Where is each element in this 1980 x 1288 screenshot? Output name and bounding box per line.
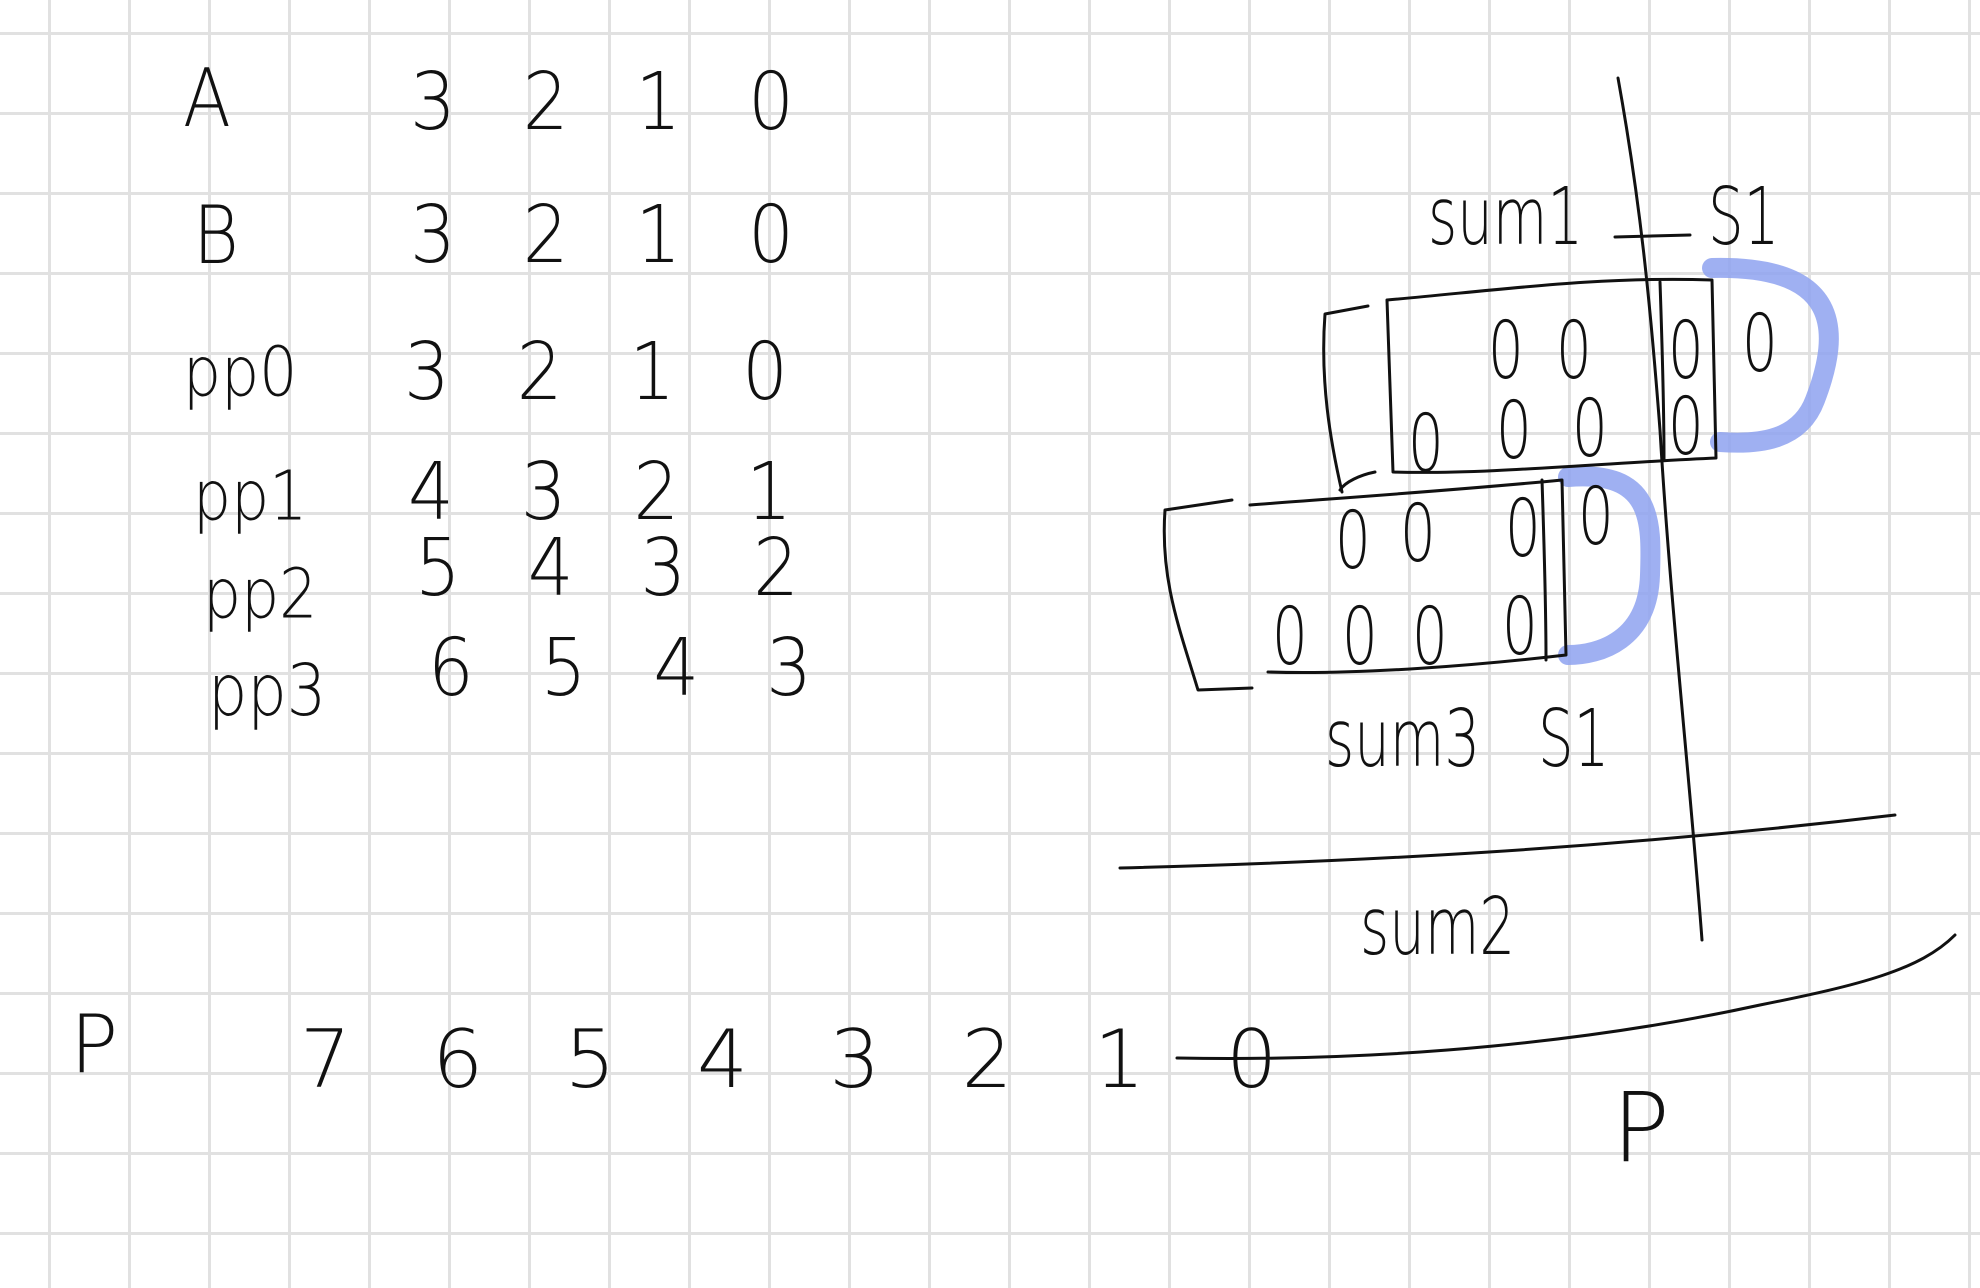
- row-bits-pp1: 4 3 2 1: [408, 445, 814, 538]
- top-block-bit: 0: [1496, 384, 1532, 478]
- sum1-label: sum1: [1428, 170, 1584, 264]
- row-bits-pp2: 5 4 3 2: [415, 521, 821, 614]
- row-label-b: B: [193, 188, 239, 283]
- row-label-pp3: pp3: [208, 648, 327, 733]
- sum-rule-upper: [1118, 813, 1897, 870]
- product-label: P: [70, 998, 119, 1091]
- carry-highlight-top: [1702, 257, 1839, 453]
- bottom-block-outline: [1248, 478, 1568, 675]
- bottom-block-bit: 0: [1412, 590, 1448, 684]
- carry-highlight-bottom: [1558, 466, 1661, 665]
- row-bits-pp0: 3 2 1 0: [404, 325, 810, 418]
- top-block-bit: 0: [1668, 304, 1704, 398]
- top-block-bit: 0: [1668, 380, 1704, 474]
- s1-tick: [1613, 233, 1692, 239]
- top-block-outline: [1385, 277, 1718, 474]
- bottom-block-bit: 0: [1578, 470, 1614, 564]
- row-bits-a: 3 2 1 0: [410, 55, 816, 148]
- bottom-block-left-bracket: [1162, 498, 1254, 692]
- sum-rule-lower: [1175, 933, 1957, 1060]
- bottom-block-bit: 0: [1502, 580, 1538, 674]
- top-block-bit: 0: [1572, 382, 1608, 476]
- bottom-block-bit: 0: [1342, 590, 1378, 684]
- bottom-block-bit: 0: [1400, 487, 1436, 581]
- top-block-inner-line: [1658, 280, 1666, 462]
- row-bits-b: 3 2 1 0: [410, 188, 816, 281]
- sum3-label: sum3: [1325, 692, 1481, 786]
- bottom-block-inner-line: [1540, 478, 1548, 662]
- column-divider-line: [1616, 76, 1704, 942]
- top-block-bit: 0: [1556, 304, 1592, 398]
- bottom-block-bit: 0: [1335, 494, 1371, 588]
- bottom-block-bit: 0: [1505, 482, 1541, 576]
- top-block-bit: 0: [1408, 397, 1444, 491]
- bottom-block-bit: 0: [1272, 590, 1308, 684]
- top-block-bit: 0: [1742, 297, 1778, 391]
- block-connector: [1338, 470, 1377, 492]
- product-bits: 7 6 5 4 3 2 1 0: [300, 1013, 1306, 1106]
- row-label-pp0: pp0: [183, 332, 298, 413]
- row-label-a: A: [183, 51, 231, 146]
- row-label-pp2: pp2: [203, 554, 318, 635]
- p-label-bottom: P: [1612, 1072, 1670, 1184]
- s1-label-top: S1: [1708, 170, 1780, 264]
- top-block-left-bracket: [1322, 304, 1370, 494]
- sum2-label: sum2: [1360, 880, 1516, 974]
- s1-label-bottom: S1: [1538, 692, 1610, 786]
- row-bits-pp3: 6 5 4 3: [428, 621, 834, 714]
- top-block-bit: 0: [1488, 304, 1524, 398]
- row-label-pp1: pp1: [193, 456, 308, 537]
